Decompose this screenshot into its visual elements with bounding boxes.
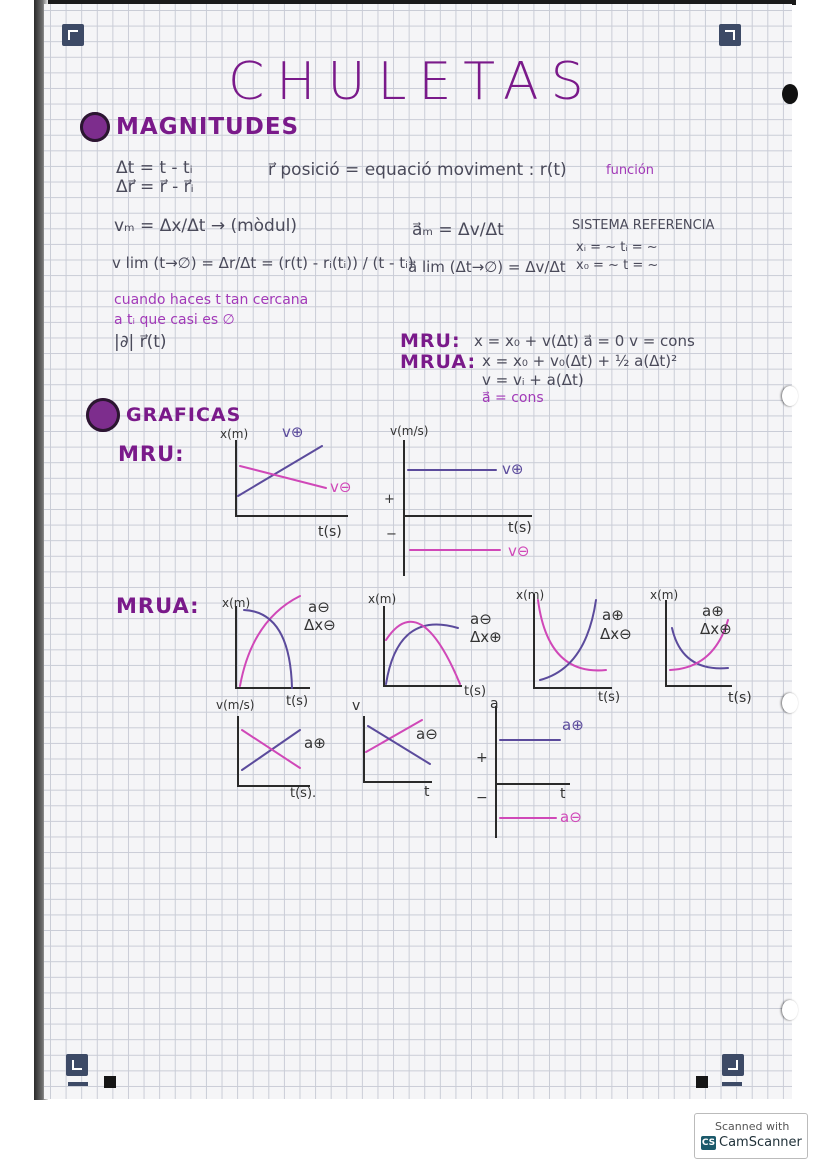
axis-label-t: t(s)	[598, 690, 621, 705]
graph-axes	[235, 440, 732, 838]
label-a-negative: a⊖	[470, 610, 492, 628]
formula-posicio: r⃗ posició = equació moviment : r(t)	[268, 160, 567, 180]
label-v-negative: v⊖	[330, 478, 352, 496]
line-x-t-positive	[237, 445, 323, 497]
line-x-t-negative	[239, 465, 327, 489]
corner-bar-left	[68, 1082, 88, 1086]
note-funcion: función	[606, 163, 655, 178]
section-heading: GRAFICAS	[126, 404, 242, 426]
formula-am: a⃗ₘ = Δv/Δt	[412, 220, 504, 240]
label-a-negative: a⊖	[308, 598, 330, 616]
corner-mark-top-left-icon	[62, 24, 84, 46]
label-a-positive: a⊕	[702, 602, 724, 620]
formula-delta-r: Δr⃗ = r⃗ - r⃗ᵢ	[116, 177, 194, 197]
label-graphs-mru: MRU:	[118, 442, 185, 466]
label-dx-negative: Δx⊖	[600, 625, 632, 643]
binder-hole	[782, 84, 798, 104]
axis-label-t: t(s)	[286, 694, 309, 709]
section-magnitudes: MAGNITUDES	[80, 112, 299, 142]
label-dx-negative: Δx⊖	[304, 616, 336, 634]
axis-label-t: t(s)	[728, 690, 752, 706]
sign-plus: +	[384, 492, 395, 507]
axis-label-x: x(m)	[220, 427, 249, 441]
axis-label-v: v(m/s)	[216, 698, 255, 712]
formula-mod-r: |∂| r⃗(t)	[114, 332, 167, 352]
label-v-negative: v⊖	[508, 542, 530, 560]
formula-mrua-a: a⃗ = cons	[482, 390, 544, 406]
label-x0-t: x₀ = ~ t = ~	[576, 258, 659, 273]
axis-label-t: t(s)	[464, 684, 487, 699]
label-mrua: MRUA:	[400, 351, 477, 373]
axis-label-t: t(s).	[290, 786, 317, 801]
label-a-negative: a⊖	[416, 725, 438, 743]
axis-label-t: t	[424, 784, 430, 800]
watermark-caption: Scanned with	[715, 1120, 790, 1133]
label-a-positive: a⊕	[304, 734, 326, 752]
axis-label-x: x(m)	[222, 596, 251, 610]
sign-plus: +	[476, 750, 488, 766]
label-v-positive: v⊕	[502, 460, 524, 478]
binder-hole	[782, 1000, 798, 1020]
formula-alim: a⃗ lim (Δt→∅) = Δv/Δt	[408, 258, 566, 276]
axis-label-x: x(m)	[368, 592, 397, 606]
sign-minus: −	[386, 527, 397, 542]
binder-hole	[782, 693, 798, 713]
axis-label-x: x(m)	[650, 588, 679, 602]
grid-paper-page	[44, 4, 792, 1099]
formula-vm: vₘ = Δx/Δt → (mòdul)	[114, 216, 297, 236]
section-graficas: GRAFICAS	[86, 398, 241, 432]
bullet-icon	[86, 398, 120, 432]
scan-edge-top	[36, 0, 796, 5]
binder-hole	[782, 386, 798, 406]
axis-label-v: v(m/s)	[390, 424, 429, 438]
label-a-negative: a⊖	[560, 808, 582, 826]
camscanner-logo-icon: CS	[701, 1136, 716, 1150]
label-dx-positive: Δx⊕	[700, 620, 732, 638]
label-xi-ti: xᵢ = ~ tᵢ = ~	[576, 240, 658, 255]
scan-marker-left	[104, 1076, 116, 1088]
axis-label-a: a	[490, 696, 499, 712]
formula-mrua-v: v = vᵢ + a(Δt)	[482, 371, 584, 389]
note-cuando-1: cuando haces t tan cercana	[114, 292, 309, 308]
label-graphs-mrua: MRUA:	[116, 594, 200, 618]
camscanner-watermark: Scanned with CS CamScanner	[694, 1113, 808, 1159]
axis-label-t: t(s)	[508, 520, 532, 536]
bullet-icon	[80, 112, 110, 142]
sign-minus: −	[476, 790, 488, 806]
watermark-brand: CamScanner	[719, 1135, 802, 1150]
label-a-positive: a⊕	[562, 716, 584, 734]
label-mru: MRU:	[400, 330, 461, 352]
section-heading: MAGNITUDES	[116, 114, 300, 140]
formula-vlim: v lim (t→∅) = Δr/Δt = (r(t) - rᵢ(tᵢ)) / …	[112, 254, 414, 272]
scan-marker-right	[696, 1076, 708, 1088]
page-title: CHULETAS	[228, 52, 596, 112]
formula-mrua-x: x = x₀ + v₀(Δt) + ½ a(Δt)²	[482, 352, 678, 370]
label-dx-positive: Δx⊕	[470, 628, 502, 646]
axis-label-v: v	[352, 698, 361, 714]
formula-delta-t: Δt = t - tᵢ	[116, 158, 193, 178]
label-a-positive: a⊕	[602, 606, 624, 624]
label-v-positive: v⊕	[282, 423, 304, 441]
axis-label-x: x(m)	[516, 588, 545, 602]
note-cuando-2: a tᵢ que casi es ∅	[114, 312, 235, 328]
corner-bar-right	[722, 1082, 742, 1086]
label-sistema-referencia: SISTEMA REFERENCIA	[572, 218, 715, 233]
axis-label-t: t(s)	[318, 524, 342, 540]
formula-mru: x = x₀ + v(Δt) a⃗ = 0 v = cons	[474, 332, 695, 350]
axis-label-t: t	[560, 786, 566, 802]
